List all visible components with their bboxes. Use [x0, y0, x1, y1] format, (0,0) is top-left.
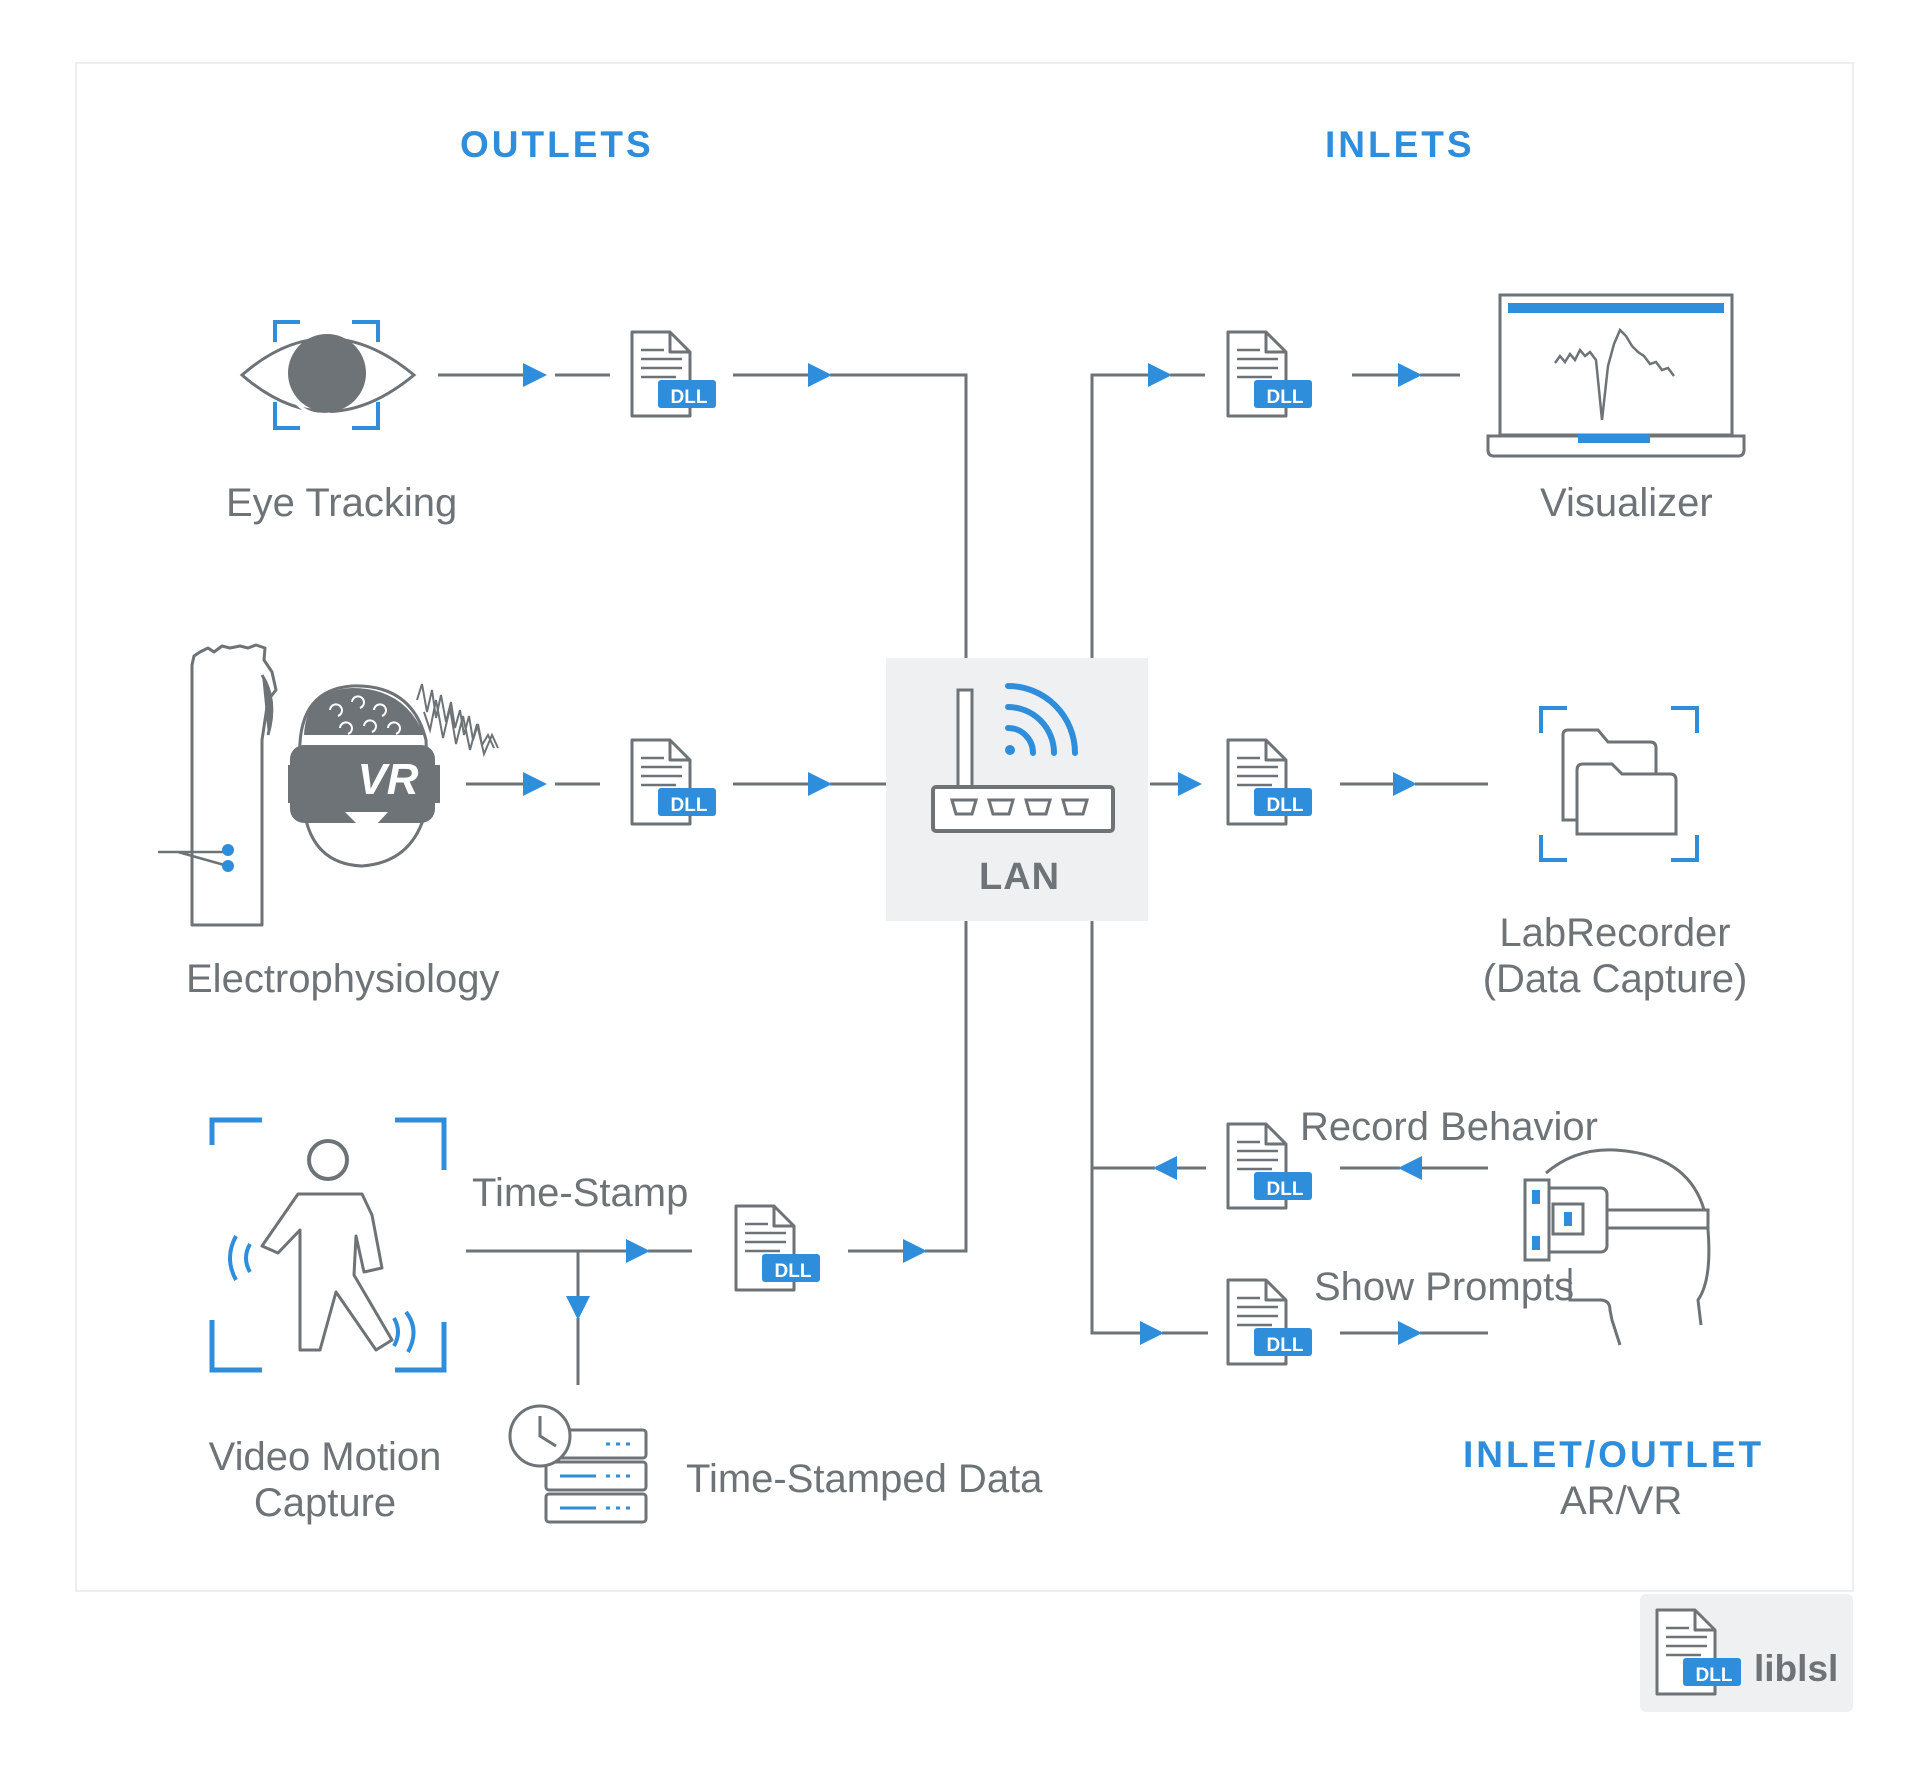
- diagram-frame: [75, 62, 1854, 1592]
- eye-tracking-icon: [239, 320, 417, 430]
- labrecorder-line2: (Data Capture): [1482, 957, 1748, 1001]
- lan-hub: [886, 658, 1148, 921]
- legend-dll-badge: DLL: [1696, 1665, 1733, 1686]
- labrecorder-line1: LabRecorder: [1499, 911, 1731, 955]
- electrophysiology-label: Electrophysiology: [186, 957, 500, 1001]
- record-behavior-label: Record Behavior: [1300, 1105, 1598, 1149]
- visualizer-label: Visualizer: [1540, 481, 1713, 525]
- dll-badge-label: DLL: [775, 1261, 812, 1282]
- time-stamped-data-icon: [508, 1404, 648, 1524]
- video-motion-capture-line2: Capture: [253, 1481, 397, 1525]
- inlets-heading: INLETS: [1325, 124, 1475, 165]
- dll-badge-label: DLL: [1267, 795, 1304, 816]
- electrophysiology-icon: [158, 643, 499, 927]
- time-stamped-data-label: Time-Stamped Data: [686, 1457, 1043, 1501]
- legend-liblsl-label: liblsl: [1754, 1648, 1839, 1689]
- eye-tracking-label: Eye Tracking: [226, 481, 458, 525]
- connection-lines: [438, 373, 1488, 1385]
- outlets-heading: OUTLETS: [460, 124, 654, 165]
- show-prompts-label: Show Prompts: [1314, 1265, 1575, 1309]
- video-motion-capture-icon: [209, 1117, 447, 1373]
- vr-badge-label: VR: [357, 755, 418, 804]
- router-icon: [931, 683, 1115, 833]
- video-motion-capture-line1: Video Motion: [208, 1435, 442, 1479]
- dll-badge-label: DLL: [1267, 1179, 1304, 1200]
- labrecorder-folder-icon: [1539, 706, 1699, 862]
- video-motion-capture-label: Video Motion Capture: [200, 1434, 450, 1526]
- lan-label: LAN: [979, 856, 1061, 898]
- dll-badge-label: DLL: [1267, 1335, 1304, 1356]
- dll-badge-label: DLL: [1267, 387, 1304, 408]
- dll-badge-label: DLL: [671, 795, 708, 816]
- time-stamp-label: Time-Stamp: [472, 1171, 689, 1215]
- labrecorder-label: LabRecorder (Data Capture): [1470, 910, 1760, 1002]
- inlet-outlet-heading: INLET/OUTLET: [1463, 1434, 1765, 1475]
- visualizer-laptop-icon: [1486, 293, 1746, 458]
- dll-badge-label: DLL: [671, 387, 708, 408]
- ar-vr-label: AR/VR: [1560, 1479, 1683, 1523]
- ar-vr-head-icon: [1523, 1148, 1711, 1346]
